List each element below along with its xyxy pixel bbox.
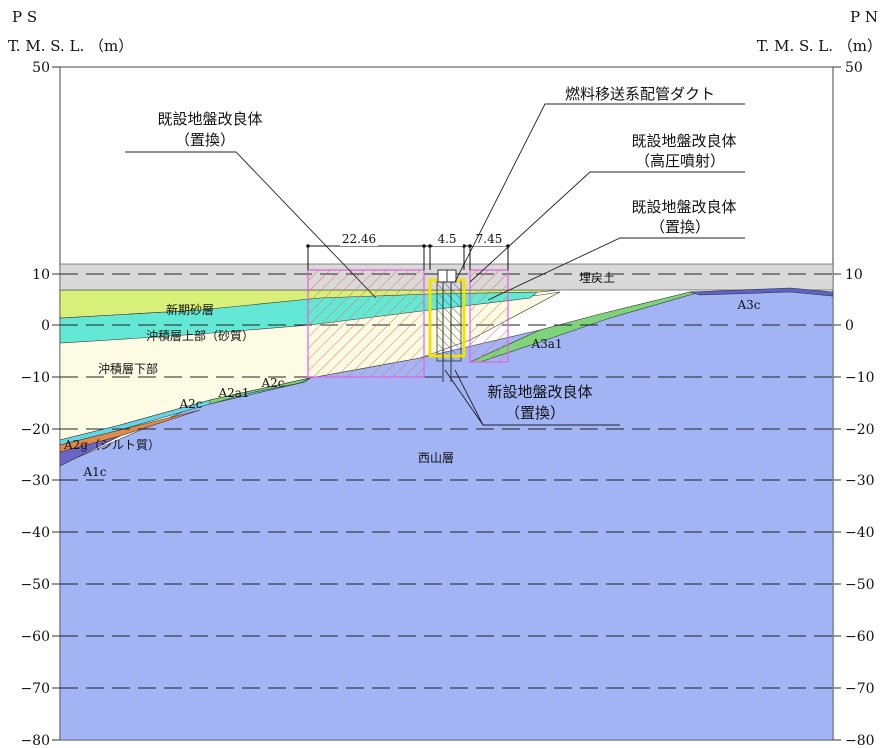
left-tick-label: −40 — [20, 525, 50, 541]
right-tick-label: −30 — [845, 473, 875, 489]
right-tick-label: −70 — [845, 681, 875, 697]
existing-improvement-left — [307, 269, 425, 378]
left-tick-label: 0 — [41, 318, 50, 334]
callout-leaders — [125, 103, 745, 426]
callout-existing-jet-sub: （高圧噴射） — [635, 152, 725, 170]
label-a3c: A3c — [736, 298, 760, 312]
right-tick-label: 10 — [845, 267, 863, 283]
dimension-dots — [306, 244, 510, 248]
header-right-code: P N — [850, 8, 878, 26]
label-a3al: A3a1 — [530, 337, 562, 351]
right-tick-label: 0 — [845, 318, 854, 334]
right-tick-label: −10 — [845, 370, 875, 386]
callout-new-improvement-sub: （置換） — [505, 404, 565, 422]
callout-existing-jet-title: 既設地盤改良体 — [631, 132, 736, 150]
callout-new-improvement-title: 新設地盤改良体 — [487, 383, 592, 401]
callout-existing-replace-right-title: 既設地盤改良体 — [631, 198, 736, 216]
header-left-unit: T. M. S. L. （m） — [8, 37, 133, 55]
left-tick-label: −30 — [20, 473, 50, 489]
right-tick-label: −50 — [845, 577, 875, 593]
label-a2c-lower: A2c — [178, 397, 202, 411]
right-tick-label: −40 — [845, 525, 875, 541]
existing-jet-grout — [436, 280, 462, 362]
label-nishiyama: 西山層 — [418, 451, 454, 465]
layer-a1c — [59, 435, 121, 467]
callout-existing-replace-left-sub: （置換） — [175, 131, 235, 149]
callout-fuel-duct: 燃料移送系配管ダクト — [565, 85, 715, 103]
axis-ticks — [52, 66, 841, 741]
layer-a2g — [59, 409, 201, 453]
header-left-code: P S — [12, 8, 37, 26]
right-axis-labels: 50 10 0 −10 −20 −30 −40 −50 −60 −70 −80 — [845, 60, 875, 748]
layer-a2al — [209, 377, 311, 405]
label-shinki-sand: 新期砂層 — [166, 302, 214, 317]
left-tick-label: −10 — [20, 370, 50, 386]
right-tick-label: −80 — [845, 733, 875, 748]
left-axis-labels: 50 10 0 −10 −20 −30 −40 −50 −60 −70 −80 — [20, 60, 50, 748]
header-right-unit: T. M. S. L. （m） — [757, 37, 882, 55]
left-tick-label: 50 — [32, 60, 50, 76]
layer-a3c — [689, 287, 834, 297]
left-tick-label: −70 — [20, 681, 50, 697]
right-tick-label: −60 — [845, 629, 875, 645]
left-tick-label: −50 — [20, 577, 50, 593]
callout-existing-replace-right-sub: （置換） — [650, 218, 710, 236]
label-a2g: A2g（シルト質） — [63, 437, 160, 452]
right-tick-label: 50 — [845, 60, 863, 76]
existing-improvement-right — [469, 269, 509, 363]
right-tick-label: −20 — [845, 422, 875, 438]
dim-mid: 4.5 — [437, 232, 456, 246]
callout-existing-replace-left-title: 既設地盤改良体 — [157, 110, 262, 128]
label-a1c: A1c — [82, 465, 106, 479]
label-chuseki-lower: 沖積層下部 — [98, 361, 158, 376]
dim-left: 22.46 — [342, 232, 376, 246]
left-tick-label: −60 — [20, 629, 50, 645]
left-tick-label: −20 — [20, 422, 50, 438]
label-a2al: A2a1 — [217, 386, 249, 400]
dim-right: 7.45 — [476, 232, 503, 246]
label-a2c-upper: A2c — [260, 376, 284, 390]
left-tick-label: −80 — [20, 733, 50, 748]
left-tick-label: 10 — [32, 267, 50, 283]
label-chuseki-upper: 沖積層上部（砂質） — [146, 328, 254, 343]
label-fill-soil: 埋戻土 — [579, 271, 615, 285]
